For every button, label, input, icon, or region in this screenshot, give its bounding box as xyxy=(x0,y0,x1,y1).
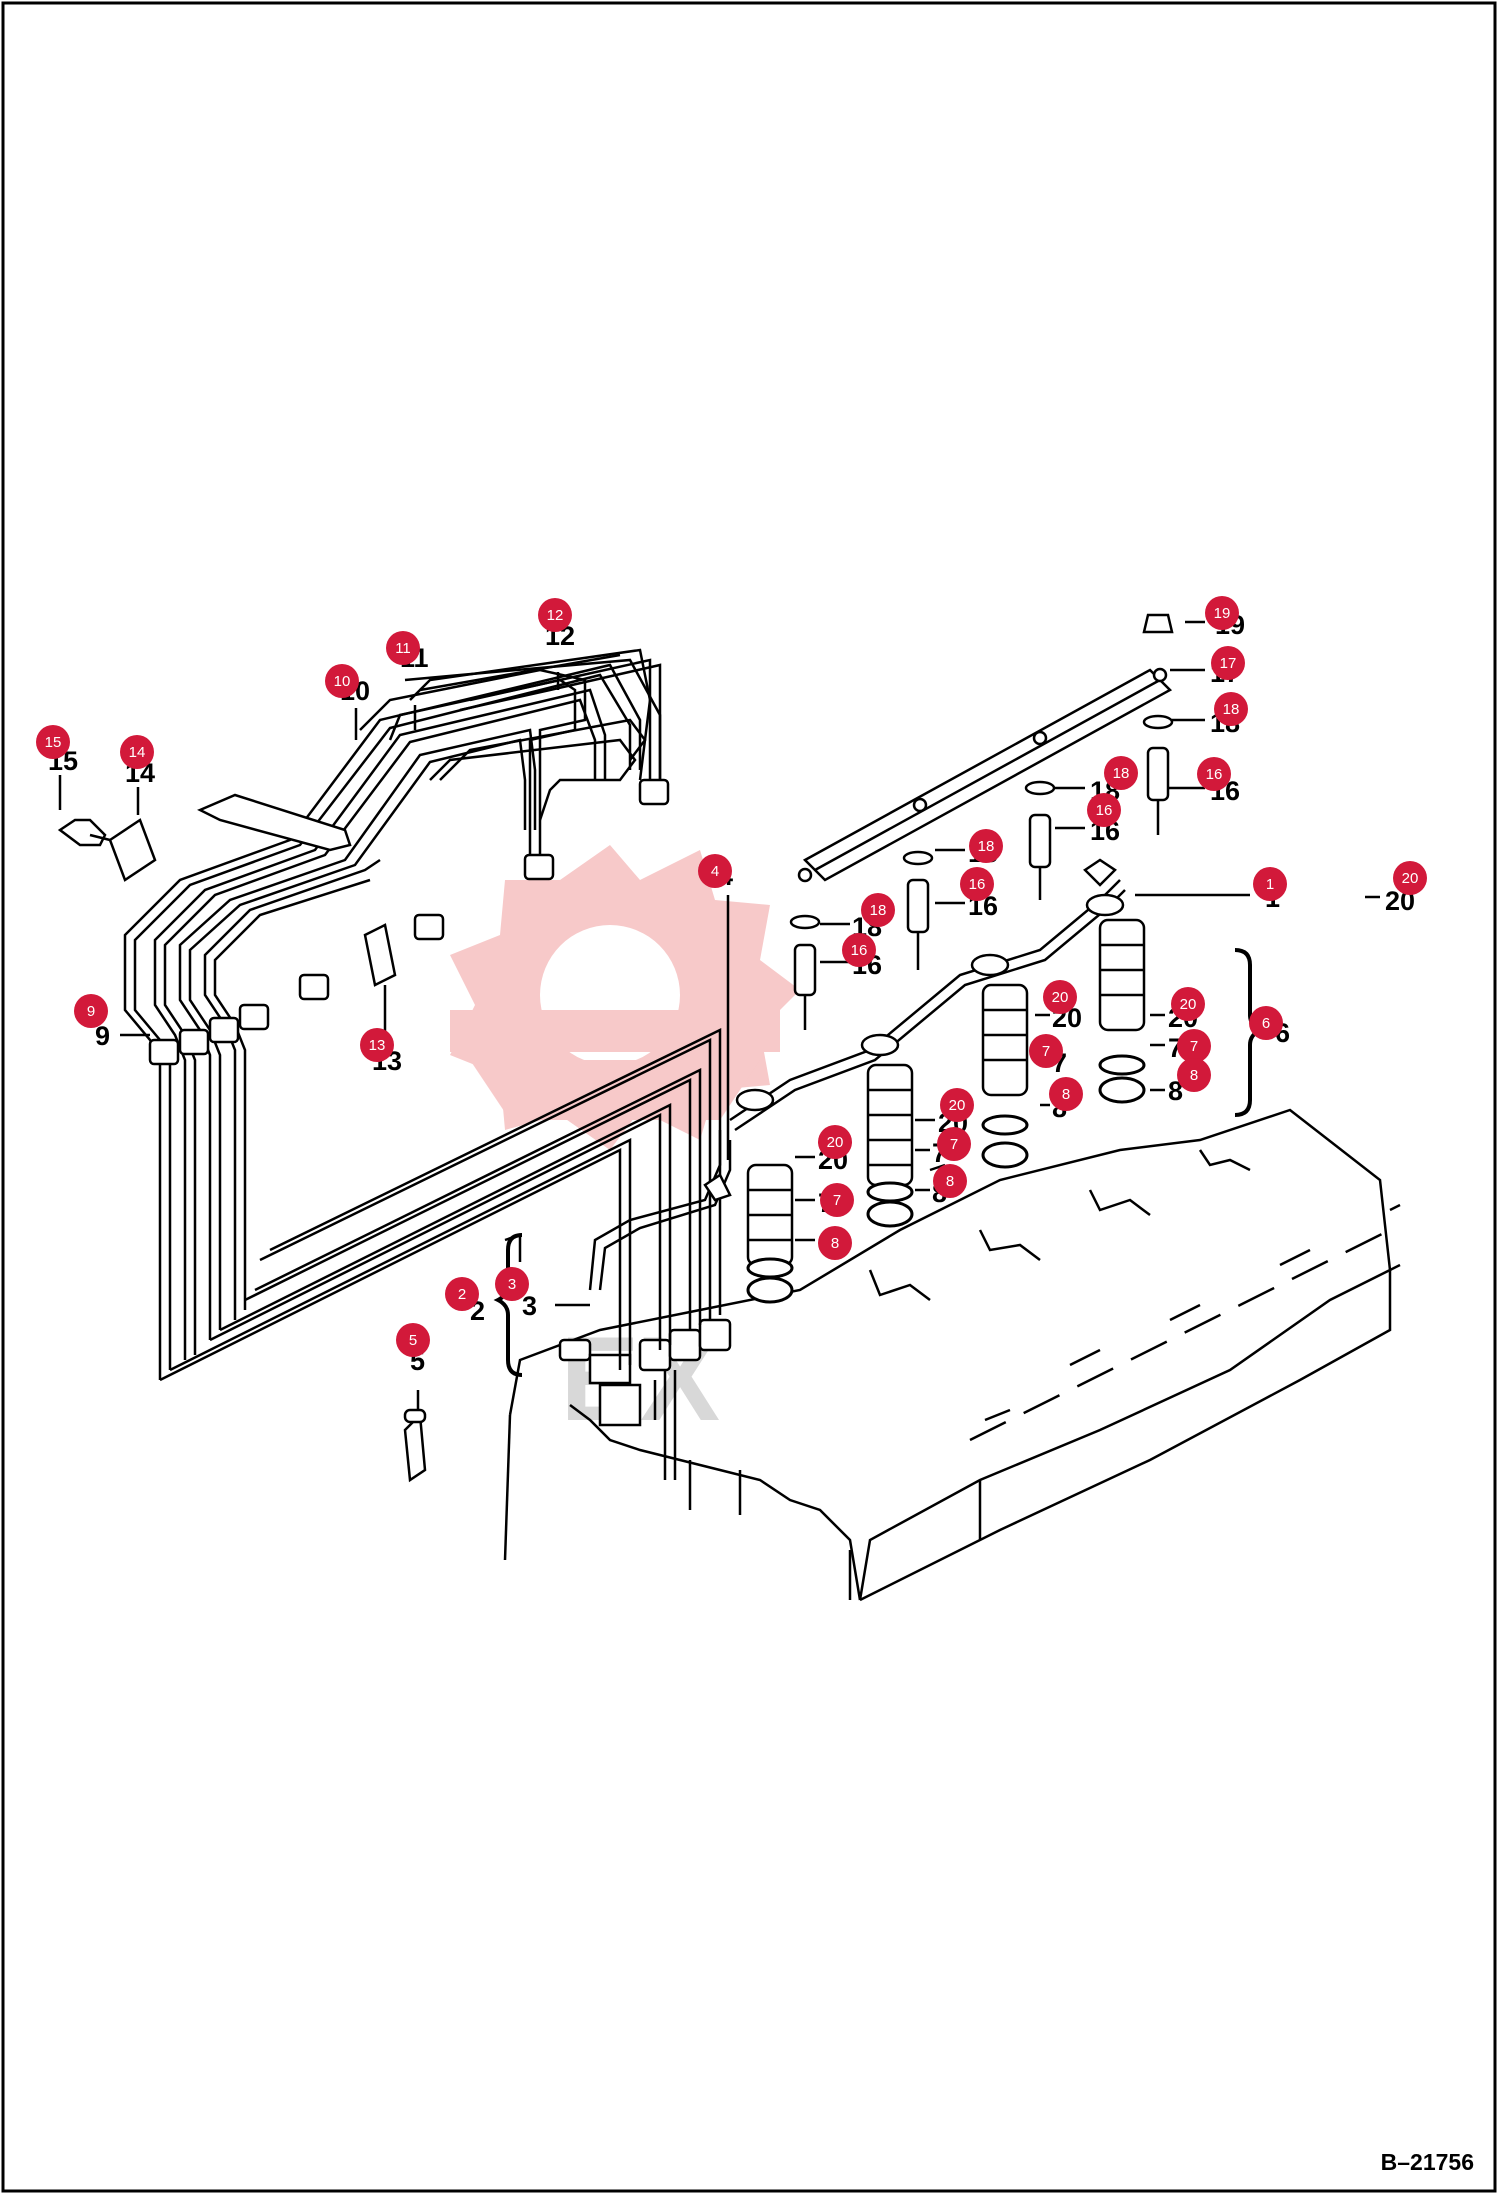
leader-lines xyxy=(58,620,1380,1410)
callout-5[interactable]: 5 xyxy=(396,1323,430,1357)
svg-text:18: 18 xyxy=(1113,765,1130,782)
callout-16[interactable]: 16 xyxy=(1197,757,1231,791)
part-label-8: 8 xyxy=(1168,1076,1183,1106)
callout-3[interactable]: 3 xyxy=(495,1267,529,1301)
svg-text:12: 12 xyxy=(547,607,564,624)
svg-text:7: 7 xyxy=(833,1192,841,1209)
callout-8[interactable]: 8 xyxy=(818,1226,852,1260)
callout-17[interactable]: 17 xyxy=(1211,646,1245,680)
callout-9[interactable]: 9 xyxy=(74,994,108,1028)
callout-6[interactable]: 6 xyxy=(1249,1006,1283,1040)
callout-20[interactable]: 20 xyxy=(940,1088,974,1122)
callout-18[interactable]: 18 xyxy=(1214,692,1248,726)
pump-fittings xyxy=(558,1318,732,1480)
part-label-3: 3 xyxy=(522,1291,537,1321)
svg-text:8: 8 xyxy=(831,1235,839,1252)
svg-text:19: 19 xyxy=(1214,605,1231,622)
svg-text:20: 20 xyxy=(1180,996,1197,1013)
svg-text:20: 20 xyxy=(949,1097,966,1114)
callout-10[interactable]: 10 xyxy=(325,664,359,698)
svg-text:16: 16 xyxy=(1206,766,1223,783)
svg-text:10: 10 xyxy=(334,673,351,690)
svg-text:7: 7 xyxy=(1042,1043,1050,1060)
svg-text:8: 8 xyxy=(1062,1086,1070,1103)
callout-7[interactable]: 7 xyxy=(1029,1034,1063,1068)
svg-text:20: 20 xyxy=(1402,870,1419,887)
callout-16[interactable]: 16 xyxy=(960,867,994,901)
engine-centerline xyxy=(969,1228,1391,1442)
callout-1[interactable]: 1 xyxy=(1253,867,1287,901)
svg-text:2: 2 xyxy=(458,1286,466,1303)
callout-15[interactable]: 15 xyxy=(36,725,70,759)
pipe-nuts xyxy=(148,778,670,1066)
callout-13[interactable]: 13 xyxy=(360,1028,394,1062)
drawing-number: B–21756 xyxy=(1381,2149,1474,2175)
callout-20[interactable]: 20 xyxy=(1393,861,1427,895)
svg-text:3: 3 xyxy=(508,1276,516,1293)
callout-18[interactable]: 18 xyxy=(969,829,1003,863)
callout-7[interactable]: 7 xyxy=(937,1127,971,1161)
clamp-assembly xyxy=(57,793,397,987)
callout-4[interactable]: 4 xyxy=(698,854,732,888)
callout-8[interactable]: 8 xyxy=(933,1164,967,1198)
svg-text:13: 13 xyxy=(369,1037,386,1054)
callout-18[interactable]: 18 xyxy=(861,893,895,927)
svg-text:5: 5 xyxy=(409,1332,417,1349)
callout-7[interactable]: 7 xyxy=(820,1183,854,1217)
callout-markers: 19 17 18 16 18 16 18 16 18 16 1 20 20 7 … xyxy=(36,596,1427,1357)
leak-off-pipe xyxy=(588,858,1126,1291)
svg-text:20: 20 xyxy=(827,1134,844,1151)
injection-nozzles xyxy=(789,613,1174,1030)
svg-text:8: 8 xyxy=(946,1173,954,1190)
part-label-9: 9 xyxy=(95,1021,110,1051)
svg-text:16: 16 xyxy=(851,942,868,959)
svg-text:18: 18 xyxy=(870,902,887,919)
svg-text:14: 14 xyxy=(129,744,146,761)
callout-8[interactable]: 8 xyxy=(1177,1058,1211,1092)
svg-text:18: 18 xyxy=(1223,701,1240,718)
svg-text:9: 9 xyxy=(87,1003,95,1020)
callout-2[interactable]: 2 xyxy=(445,1277,479,1311)
svg-text:15: 15 xyxy=(45,734,62,751)
svg-text:11: 11 xyxy=(395,640,411,657)
svg-text:7: 7 xyxy=(950,1136,958,1153)
svg-text:16: 16 xyxy=(1096,802,1113,819)
holder-plate xyxy=(797,667,1173,883)
callout-12[interactable]: 12 xyxy=(538,598,572,632)
callout-18[interactable]: 18 xyxy=(1104,756,1138,790)
callout-16[interactable]: 16 xyxy=(1087,793,1121,827)
callout-7[interactable]: 7 xyxy=(1177,1029,1211,1063)
svg-text:6: 6 xyxy=(1262,1015,1270,1032)
svg-text:4: 4 xyxy=(711,863,719,880)
svg-text:7: 7 xyxy=(1190,1038,1198,1055)
callout-16[interactable]: 16 xyxy=(842,933,876,967)
callout-14[interactable]: 14 xyxy=(120,735,154,769)
svg-text:16: 16 xyxy=(969,876,986,893)
callout-8[interactable]: 8 xyxy=(1049,1077,1083,1111)
callout-11[interactable]: 11 xyxy=(386,631,420,665)
callout-20[interactable]: 20 xyxy=(1043,980,1077,1014)
svg-text:1: 1 xyxy=(1266,876,1274,893)
svg-text:18: 18 xyxy=(978,838,995,855)
engine-dashes xyxy=(929,1163,1401,1422)
callout-19[interactable]: 19 xyxy=(1205,596,1239,630)
svg-text:17: 17 xyxy=(1220,655,1237,672)
seal-washers xyxy=(746,1054,1146,1304)
svg-text:20: 20 xyxy=(1052,989,1069,1006)
callout-20[interactable]: 20 xyxy=(818,1125,852,1159)
callout-20[interactable]: 20 xyxy=(1171,987,1205,1021)
svg-text:8: 8 xyxy=(1190,1067,1198,1084)
engine-block xyxy=(503,1108,1392,1602)
